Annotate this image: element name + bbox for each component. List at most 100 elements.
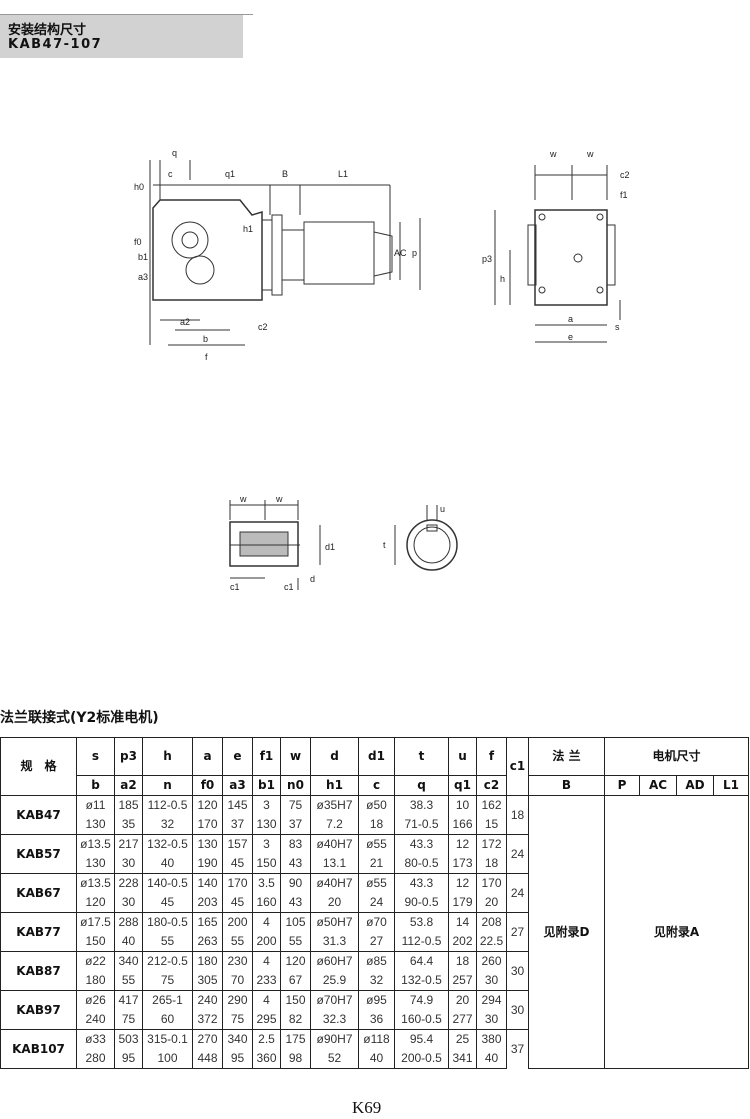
table-cell: ø50	[358, 795, 395, 815]
table-cell: 340	[114, 951, 143, 971]
table-cell: 100	[142, 1049, 193, 1069]
flange-value: 见附录D	[528, 795, 605, 1069]
dimension-label: f	[205, 352, 208, 362]
table-cell: 55	[114, 971, 143, 991]
column-header: u	[448, 737, 477, 776]
table-cell: 3.5	[252, 873, 281, 893]
table-cell: 150	[76, 932, 115, 952]
table-cell: 98	[280, 1049, 311, 1069]
table-cell: 20	[476, 893, 507, 913]
column-header: f1	[252, 737, 281, 776]
column-header: s	[76, 737, 115, 776]
dimension-label: u	[440, 504, 445, 514]
table-cell: 185	[114, 795, 143, 815]
section-header: 安装结构尺寸 KAB47-107	[0, 14, 243, 58]
motor-subheader: AD	[676, 775, 714, 796]
dimension-label: c1	[284, 582, 294, 592]
table-cell: 417	[114, 990, 143, 1010]
table-cell: 53.8	[394, 912, 449, 932]
column-subheader: c	[358, 775, 395, 796]
table-cell: 150	[252, 854, 281, 874]
table-cell: 43.3	[394, 834, 449, 854]
motor-header: 电机尺寸	[603, 737, 750, 776]
table-cell: 75	[222, 1010, 253, 1030]
table-cell: 208	[476, 912, 507, 932]
table-cell: ø40H7	[310, 873, 359, 893]
table-cell: 82	[280, 1010, 311, 1030]
page-number: K69	[352, 1098, 382, 1117]
table-cell: 60	[142, 1010, 193, 1030]
dimension-label: c2	[620, 170, 630, 180]
dimension-label: h	[500, 274, 505, 284]
main-view-drawing	[149, 160, 421, 346]
table-cell: 132-0.5	[394, 971, 449, 991]
table-cell: 40	[114, 932, 143, 952]
table-cell: 230	[222, 951, 253, 971]
table-cell: 95	[222, 1049, 253, 1069]
table-cell: 315-0.1	[142, 1029, 193, 1049]
dimension-label: a2	[180, 317, 190, 327]
main-view-labels: q c q1 B L1 h0 f0 b1 a3 h1 AC p a2 b c2 …	[134, 148, 417, 362]
column-header: c1	[506, 737, 529, 796]
table-cell: 145	[222, 795, 253, 815]
dimension-label: L1	[338, 169, 348, 179]
table-cell: 277	[448, 1010, 477, 1030]
table-cell: 4	[252, 912, 281, 932]
table-cell: 30	[506, 990, 529, 1030]
table-cell: 172	[476, 834, 507, 854]
table-cell: 40	[358, 1049, 395, 1069]
dimension-label: a	[568, 314, 573, 324]
table-cell: 166	[448, 815, 477, 835]
table-cell: 212-0.5	[142, 951, 193, 971]
table-cell: 75	[114, 1010, 143, 1030]
table-cell: 160-0.5	[394, 1010, 449, 1030]
table-cell: 270	[192, 1029, 223, 1049]
table-cell: 74.9	[394, 990, 449, 1010]
table-cell: 160	[252, 893, 281, 913]
flange-header: 法 兰	[528, 737, 605, 776]
section-title: 安装结构尺寸	[8, 23, 87, 38]
table-cell: 45	[142, 893, 193, 913]
table-cell: 30	[114, 893, 143, 913]
column-subheader: c2	[476, 775, 507, 796]
table-cell: 360	[252, 1049, 281, 1069]
table-cell: 20	[448, 990, 477, 1010]
table-cell: 7.2	[310, 815, 359, 835]
dimension-label: h0	[134, 182, 144, 192]
dimension-label: p3	[482, 254, 492, 264]
column-subheader: b	[76, 775, 115, 796]
column-header: d1	[358, 737, 395, 776]
table-cell: 18	[358, 815, 395, 835]
table-cell: 13.1	[310, 854, 359, 874]
keyway-labels: u t	[383, 504, 445, 550]
table-cell: 295	[252, 1010, 281, 1030]
dimension-label: c	[168, 169, 173, 179]
table-cell: 200	[222, 912, 253, 932]
table-cell: 35	[114, 815, 143, 835]
table-cell: 75	[142, 971, 193, 991]
dimension-label: c2	[258, 322, 268, 332]
table-cell: 180	[192, 951, 223, 971]
table-cell: 27	[358, 932, 395, 952]
table-cell: 240	[76, 1010, 115, 1030]
table-cell: 130	[76, 815, 115, 835]
table-cell: ø55	[358, 834, 395, 854]
table-cell: 40	[476, 1049, 507, 1069]
table-cell: ø13.5	[76, 873, 115, 893]
table-cell: 202	[448, 932, 477, 952]
table-cell: 25.9	[310, 971, 359, 991]
table-cell: ø17.5	[76, 912, 115, 932]
table-cell: 18	[476, 854, 507, 874]
table-cell: 260	[476, 951, 507, 971]
motor-subheader: P	[604, 775, 640, 796]
table-cell: 4	[252, 990, 281, 1010]
dimension-label: w	[239, 494, 247, 504]
table-cell: 105	[280, 912, 311, 932]
divider	[243, 14, 253, 15]
dimension-label: d	[310, 574, 315, 584]
